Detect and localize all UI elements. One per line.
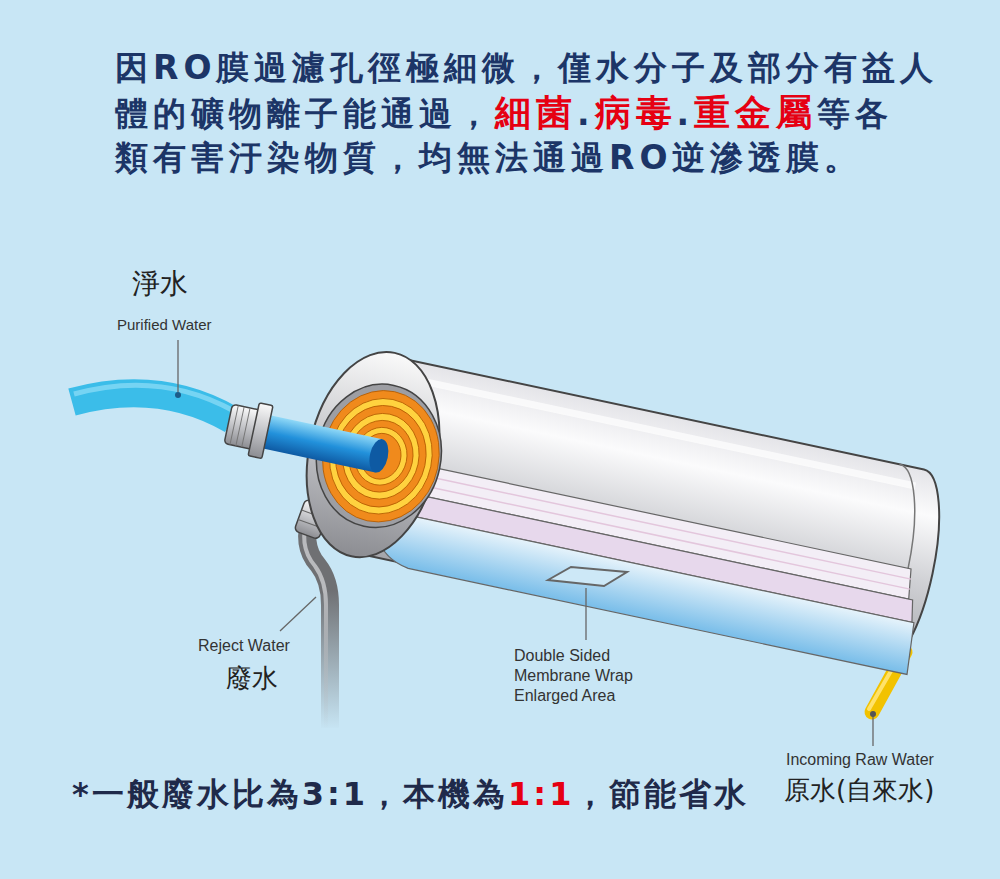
permeate-tube-part	[256, 414, 382, 473]
callout-label: 廢水	[226, 662, 278, 695]
leader-lines-part	[872, 716, 873, 746]
highlight-text: 重金屬	[694, 92, 817, 133]
outlet-fitting	[223, 397, 273, 458]
callout-label: Purified Water	[117, 316, 211, 335]
note-highlight: 1:1	[508, 775, 574, 813]
enlarged-area-marker	[548, 567, 627, 586]
heading-text: 體的礦物離子能通過，	[115, 94, 495, 133]
text-line: 類有害汙染物質，均無法通過RO逆滲透膜。	[115, 136, 862, 186]
callout-label: 原水(自來水)	[784, 774, 934, 807]
membrane-cartridge	[207, 322, 955, 675]
callout-label: Incoming Raw Water	[786, 750, 934, 770]
leader-lines-part	[280, 597, 316, 631]
callout-label: 淨水	[132, 266, 188, 301]
purified-water-hose-part	[74, 385, 234, 411]
leader-dot	[870, 711, 876, 717]
note-text: ，節能省水	[574, 775, 749, 813]
permeate-tube	[256, 414, 391, 474]
purified-water-hose	[72, 385, 234, 420]
leader-lines-part	[177, 340, 178, 392]
membrane-layers	[373, 459, 929, 674]
callout-label: Reject Water	[198, 636, 290, 656]
leader-dot	[175, 392, 181, 398]
separator-dot: .	[577, 94, 595, 133]
text-line: 因RO膜過濾孔徑極細微，僅水分子及部分有益人	[115, 46, 938, 96]
leader-lines-part	[585, 588, 586, 640]
note-text: *一般廢水比為3:1，本機為	[72, 775, 508, 813]
outlet-fitting-part	[248, 403, 273, 459]
text-line: *一般廢水比為3:1，本機為1:1，節能省水	[72, 772, 749, 822]
heading-text: 等各	[817, 94, 893, 133]
reject-water-hose-part	[304, 514, 326, 728]
highlight-text: 細菌	[495, 92, 577, 133]
heading-text: 類有害汙染物質，均無法通過RO逆滲透膜。	[115, 138, 862, 177]
membrane-layers-part	[373, 510, 918, 674]
separator-dot: .	[677, 94, 695, 133]
callout-label: Double Sided Membrane Wrap Enlarged Area	[514, 646, 650, 706]
permeate-tube-part	[367, 437, 392, 474]
heading-text: 因RO膜過濾孔徑極細微，僅水分子及部分有益人	[115, 48, 938, 87]
outlet-fitting-part	[242, 408, 250, 447]
text-line: 體的礦物離子能通過，細菌.病毒.重金屬等各	[115, 91, 893, 142]
leader-lines	[178, 340, 873, 746]
membrane-cartridge-part	[412, 379, 916, 486]
highlight-text: 病毒	[595, 92, 677, 133]
